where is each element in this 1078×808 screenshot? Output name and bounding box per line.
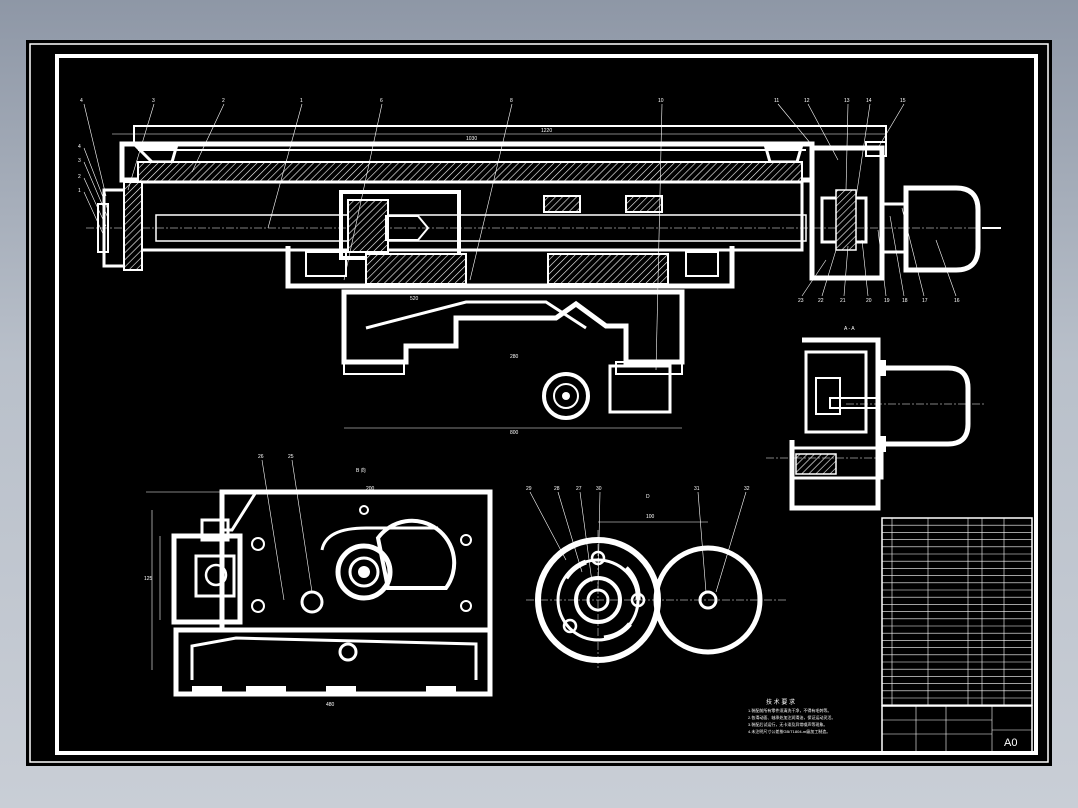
- label-15: 15: [900, 98, 906, 104]
- beam-hatched: [137, 161, 803, 183]
- leader-labels-left: 4 3 2 1: [78, 144, 109, 237]
- technical-requirements: 技 术 要 求 1.装配前所有零件须清洗干净，不得有毛刺等。 2.各滑动面、轴承…: [748, 698, 835, 734]
- label-10: 10: [658, 98, 664, 104]
- motor-pulley: [542, 372, 590, 420]
- tech-req-title: 技 术 要 求: [766, 698, 795, 706]
- label-23: 23: [798, 298, 804, 304]
- drawing-sheet: 1220 1030 800 520 280 4 3 2 1 6 8 10: [26, 40, 1052, 766]
- dim-overall: 1220: [541, 128, 552, 134]
- gear-label-30: 30: [596, 486, 602, 492]
- gear-label-31: 31: [694, 486, 700, 492]
- label-17: 17: [922, 298, 928, 304]
- label-1: 1: [300, 98, 303, 104]
- title-block: A0: [881, 705, 1033, 753]
- label-19: 19: [884, 298, 890, 304]
- side-view-title: A - A: [844, 326, 855, 332]
- label-11: 11: [774, 98, 779, 104]
- main-assembly-view: 1220 1030 800 520 280 4 3 2 1 6 8 10: [78, 98, 1001, 436]
- gear-dim-100: 100: [646, 514, 655, 520]
- label-22: 22: [818, 298, 824, 304]
- leader-labels-top: 4 3 2 1 6 8 10 11 12 13 14 15: [80, 98, 906, 104]
- cad-drawing: 1220 1030 800 520 280 4 3 2 1 6 8 10: [29, 43, 1049, 763]
- gearbox-label-26: 26: [258, 454, 264, 460]
- leader-lines-top: [83, 103, 905, 371]
- gear-dim-d: D: [646, 494, 650, 500]
- parts-list: [881, 517, 1033, 706]
- gearbox-dim-2: 125: [144, 576, 153, 582]
- gearbox-view-title: B 向: [356, 467, 366, 474]
- sheet-size: A0: [1004, 737, 1017, 749]
- tech-req-line-1: 1.装配前所有零件须清洗干净，不得有毛刺等。: [748, 707, 831, 713]
- gearbox-main-gear: [335, 543, 393, 601]
- label-14: 14: [866, 98, 872, 104]
- label-left-2: 2: [78, 174, 81, 180]
- label-2: 2: [222, 98, 225, 104]
- outer-frame: [29, 43, 1049, 763]
- dim-base-width: 800: [510, 430, 519, 436]
- tech-req-line-2: 2.各滑动面、轴承处加注润滑油，保证运动灵活。: [748, 714, 835, 720]
- label-18: 18: [902, 298, 908, 304]
- dim-mid: 280: [510, 354, 519, 360]
- label-21: 21: [840, 298, 846, 304]
- dim-inner: 1030: [466, 136, 477, 142]
- label-3: 3: [152, 98, 155, 104]
- right-motor: [903, 185, 981, 273]
- gearbox-dim-1: 200: [366, 486, 375, 492]
- label-4: 4: [80, 98, 83, 104]
- inner-frame: [55, 54, 1038, 755]
- gearbox-base: [173, 627, 493, 697]
- gear-label-32: 32: [744, 486, 750, 492]
- lead-screw-housing: [136, 180, 804, 252]
- gearbox-dim-3: 480: [326, 702, 335, 708]
- gear-label-28: 28: [554, 486, 560, 492]
- label-13: 13: [844, 98, 850, 104]
- leader-labels-bottom: 23 22 21 20 19 18 17 16: [798, 207, 960, 304]
- label-16: 16: [954, 298, 960, 304]
- label-6: 6: [380, 98, 383, 104]
- tech-req-line-4: 4.未注明尺寸公差按GB/T1804-m级加工制造。: [748, 728, 830, 734]
- gear-label-29: 29: [526, 486, 532, 492]
- side-view-aa: A - A: [766, 326, 986, 511]
- gearbox-label-25: 25: [288, 454, 294, 460]
- dim-base-half: 520: [410, 296, 419, 302]
- gear-label-27: 27: [576, 486, 582, 492]
- tech-req-line-3: 3.装配后试运行，无卡滞及异常噪声等现象。: [748, 721, 827, 727]
- gear-pair-view: D 100 29 28 27 30 31 32: [526, 486, 786, 670]
- saddle: [285, 246, 735, 289]
- label-8: 8: [510, 98, 513, 104]
- gearbox-b-view: B 向 200 125 480 26 25: [144, 454, 493, 708]
- label-20: 20: [866, 298, 872, 304]
- label-left-1: 1: [78, 188, 81, 194]
- label-left-3: 3: [78, 158, 81, 164]
- label-12: 12: [804, 98, 810, 104]
- label-left-4: 4: [78, 144, 81, 150]
